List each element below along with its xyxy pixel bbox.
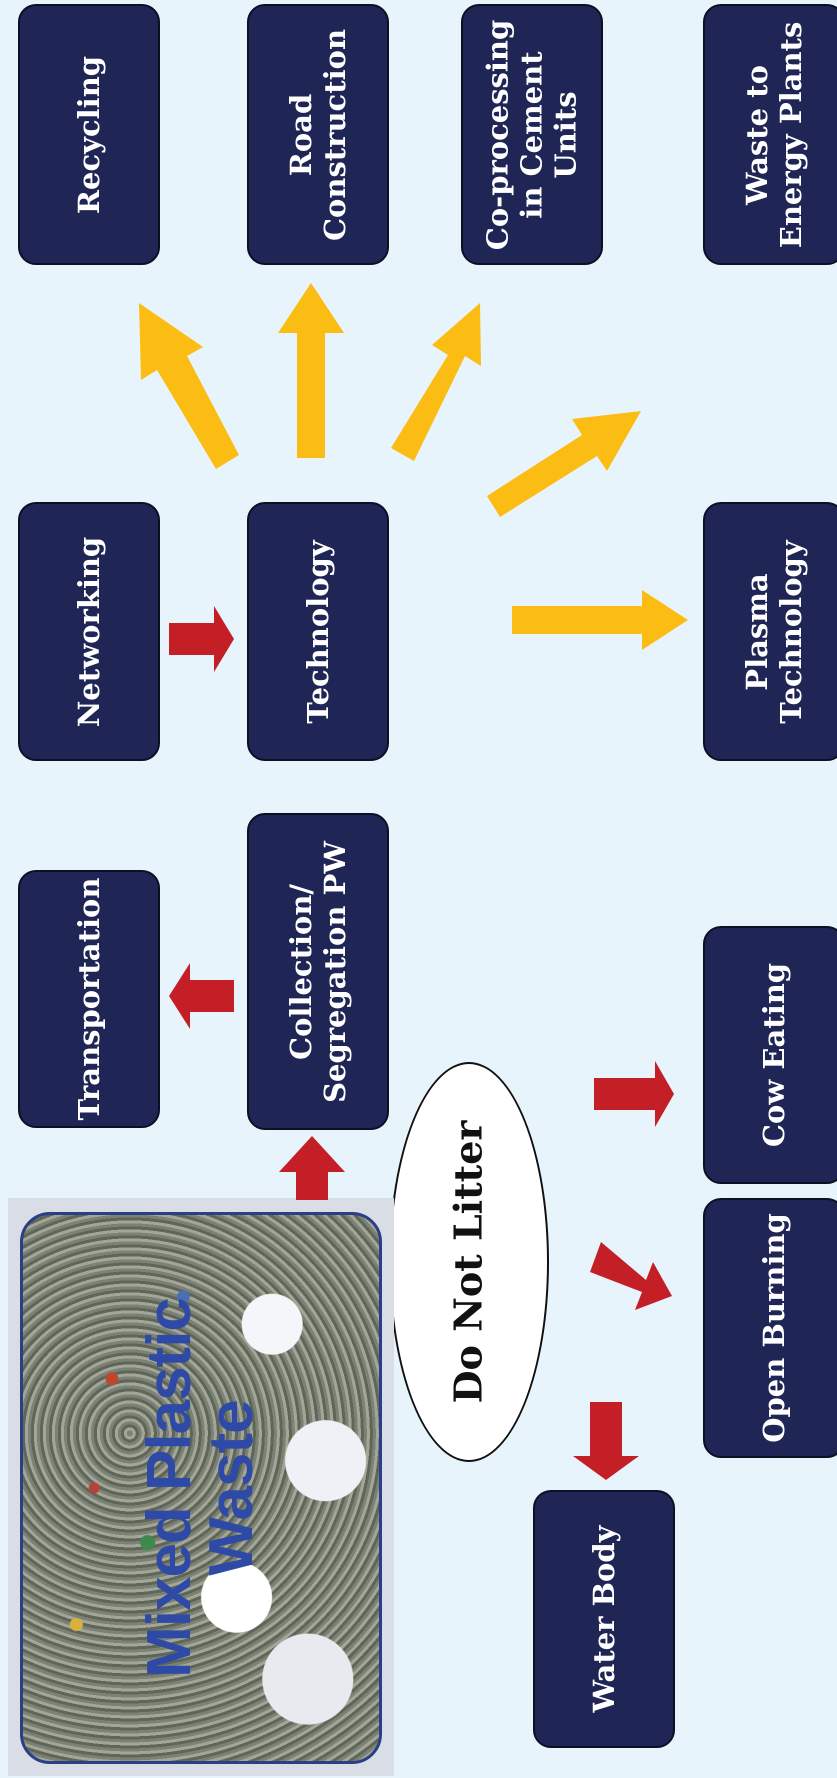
- arrow-technology-to-waste-to-energy: [487, 411, 641, 517]
- waste-pile-image: Mixed Plastic Waste: [20, 1212, 382, 1764]
- transportation-box: Transportation: [18, 870, 160, 1128]
- arrow-to-open-burning: [590, 1242, 672, 1310]
- mixed-plastic-waste-photo: Mixed Plastic Waste: [8, 1198, 394, 1776]
- arrow-to-water-body: [573, 1402, 639, 1480]
- arrow-technology-to-road-construction: [278, 283, 344, 458]
- road-construction-box: Road Construction: [247, 4, 389, 265]
- arrow-to-cow-eating: [594, 1061, 674, 1127]
- co-processing-box: Co-processing in Cement Units: [461, 4, 603, 265]
- plasma-technology-box: Plasma Technology: [703, 502, 837, 761]
- arrow-technology-to-recycling: [139, 303, 239, 469]
- collection-segregation-box: Collection/ Segregation PW: [247, 813, 389, 1130]
- arrow-image-to-collection: [279, 1136, 345, 1200]
- recycling-box: Recycling: [18, 4, 160, 265]
- networking-box: Networking: [18, 502, 160, 761]
- arrow-collection-to-transportation: [169, 963, 234, 1029]
- arrow-technology-to-co-processing: [391, 303, 481, 461]
- arrow-networking-to-technology: [169, 606, 234, 672]
- open-burning-box: Open Burning: [703, 1198, 837, 1458]
- do-not-litter-oval: Do Not Litter: [389, 1062, 549, 1462]
- technology-box: Technology: [247, 502, 389, 761]
- cow-eating-box: Cow Eating: [703, 926, 837, 1184]
- water-body-box: Water Body: [533, 1490, 675, 1748]
- waste-to-energy-box: Waste to Energy Plants: [703, 4, 837, 265]
- arrow-technology-to-plasma: [512, 590, 688, 650]
